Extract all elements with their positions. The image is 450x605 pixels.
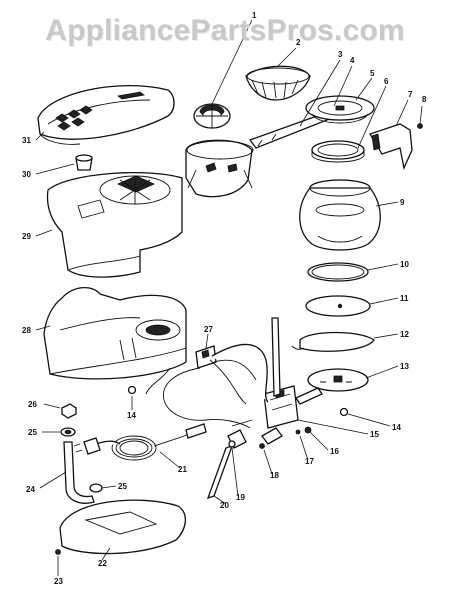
part-nut-26 bbox=[61, 403, 77, 419]
callout-26: 26 bbox=[28, 400, 37, 409]
part-screw-8 bbox=[417, 105, 423, 129]
callout-2: 2 bbox=[296, 38, 301, 47]
part-switch bbox=[195, 345, 217, 369]
part-wiring bbox=[145, 343, 269, 429]
callout-17: 17 bbox=[305, 457, 314, 466]
callout-15: 15 bbox=[370, 430, 379, 439]
callout-12: 12 bbox=[400, 330, 409, 339]
callout-31: 31 bbox=[22, 136, 31, 145]
part-heating-block bbox=[261, 317, 299, 445]
part-disc-plate bbox=[305, 295, 371, 317]
part-nut-14-left bbox=[127, 385, 137, 395]
callout-21: 21 bbox=[178, 465, 187, 474]
callout-24: 24 bbox=[26, 485, 35, 494]
callout-13: 13 bbox=[400, 362, 409, 371]
callout-23: 23 bbox=[54, 577, 63, 586]
leader-lines bbox=[35, 19, 409, 576]
callout-8: 8 bbox=[422, 95, 427, 104]
callout-4: 4 bbox=[350, 56, 355, 65]
callout-29: 29 bbox=[22, 232, 31, 241]
callout-14-right: 14 bbox=[392, 423, 401, 432]
part-spout bbox=[369, 123, 413, 171]
callout-9: 9 bbox=[400, 198, 405, 207]
callout-14-left: 14 bbox=[127, 411, 136, 420]
part-grommet-25-top bbox=[60, 427, 76, 437]
callout-3: 3 bbox=[338, 50, 343, 59]
part-fuse bbox=[206, 429, 247, 500]
part-knob bbox=[75, 154, 93, 171]
callout-11: 11 bbox=[400, 294, 409, 303]
part-filter-disc bbox=[193, 103, 231, 129]
part-top-cover bbox=[37, 85, 175, 145]
part-gasket-ring bbox=[311, 140, 365, 163]
part-thin-gasket bbox=[291, 331, 375, 352]
callout-10: 10 bbox=[400, 260, 409, 269]
part-paper-filter bbox=[245, 65, 311, 101]
part-tube bbox=[63, 441, 95, 504]
callout-25-top: 25 bbox=[28, 428, 37, 437]
part-power-cord bbox=[73, 423, 207, 461]
callout-5: 5 bbox=[370, 69, 375, 78]
part-screw-18 bbox=[259, 443, 265, 449]
part-cone-holder bbox=[305, 95, 375, 124]
part-flat-ring bbox=[307, 262, 369, 282]
callout-30: 30 bbox=[22, 170, 31, 179]
callout-19: 19 bbox=[236, 493, 245, 502]
callout-18: 18 bbox=[270, 471, 279, 480]
callout-1: 1 bbox=[252, 11, 257, 20]
callout-20: 20 bbox=[220, 501, 229, 510]
watermark-text: AppliancePartsPros.com bbox=[45, 14, 405, 47]
part-screw-23 bbox=[55, 549, 61, 555]
callout-22: 22 bbox=[98, 559, 107, 568]
callout-27: 27 bbox=[204, 325, 213, 334]
part-bottom-plate bbox=[59, 499, 186, 555]
part-base-unit bbox=[43, 287, 187, 380]
part-nut-14-right bbox=[339, 407, 349, 417]
callout-6: 6 bbox=[384, 77, 389, 86]
callout-16: 16 bbox=[330, 447, 339, 456]
callout-25-bottom: 25 bbox=[118, 482, 127, 491]
part-heater-plate bbox=[295, 368, 369, 405]
callout-labels: 1 2 3 4 5 6 7 8 9 10 11 12 13 14 15 16 1… bbox=[22, 11, 427, 586]
part-upper-housing bbox=[46, 172, 183, 278]
part-carafe-bowl bbox=[299, 179, 381, 251]
part-screws-16-17 bbox=[295, 426, 312, 435]
callout-28: 28 bbox=[22, 326, 31, 335]
part-grommet-25-bottom bbox=[89, 483, 103, 493]
callout-7: 7 bbox=[408, 90, 413, 99]
